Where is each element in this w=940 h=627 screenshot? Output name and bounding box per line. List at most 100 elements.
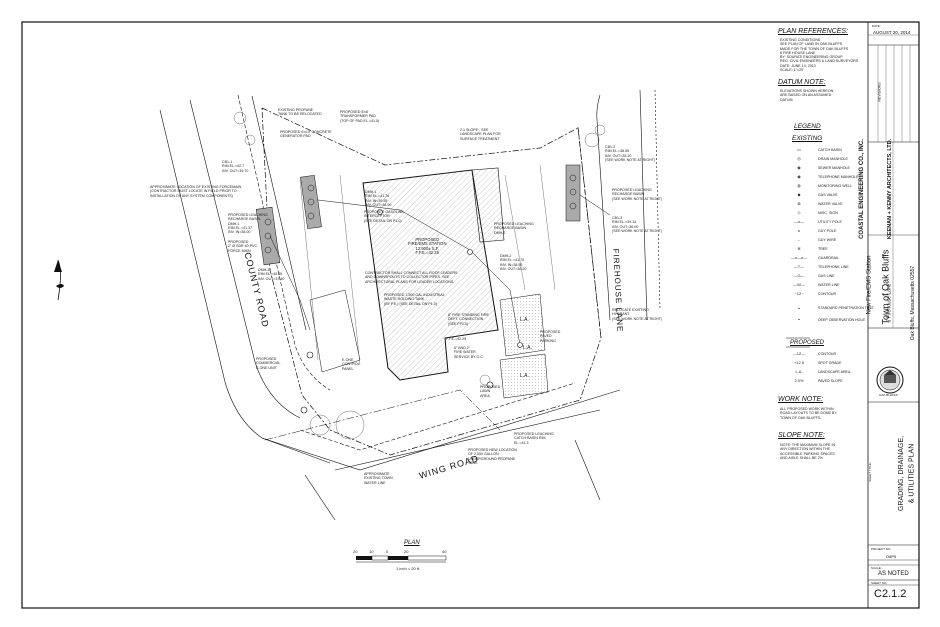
callout-generator: PROPOSED 6'x10' CONCRETE GENERATOR PAD xyxy=(280,130,332,139)
callout-building: PROPOSED FIRE/EMS STATION 12,900± S.F. F… xyxy=(408,237,447,255)
legend-existing-item-label: TREE xyxy=(818,247,828,251)
legend-proposed-item-label: LANDSCAPE AREA xyxy=(818,370,851,374)
legend-existing-item-symbol-icon: ✲ xyxy=(797,246,801,251)
legend-existing-item-label: WATER VALVE xyxy=(818,202,843,206)
callout-lawn: PROPOSED LAWN AREA xyxy=(480,385,501,398)
sheet-no-label: SHEET NO. xyxy=(871,581,888,585)
plan-references-title: PLAN REFERENCES: xyxy=(778,28,849,35)
date-label: DATE: xyxy=(872,24,881,28)
scale-tick-2: 0 xyxy=(386,549,389,554)
legend-existing-item-label: GAS LINE xyxy=(818,274,835,278)
legend-existing-item-label: MONITORING WELL xyxy=(818,184,853,188)
legend-existing-item-symbol-icon: ◎ xyxy=(797,156,801,161)
county-road xyxy=(159,94,331,464)
legend-proposed-item-label: SPOT GRADE xyxy=(818,361,842,365)
landscape-area-1 xyxy=(499,293,546,357)
legend-existing-item-symbol-icon: ◇ xyxy=(797,210,801,215)
callout-ffe: F.F.E.=42.25 xyxy=(446,337,467,341)
date-value: AUGUST 20, 2014 xyxy=(873,30,911,35)
work-note-title: WORK NOTE: xyxy=(778,396,824,403)
legend-existing-item-label: TELEPHONE MANHOLE xyxy=(818,175,859,179)
legend-existing-item-symbol-icon: ◉ xyxy=(797,174,801,179)
legend-existing-item-symbol-icon: ▭ xyxy=(797,147,801,152)
legend-existing-item-symbol-icon: ← xyxy=(797,237,801,242)
callout-dmh-mid: DMH-1 RIM EL.=41.76 INV. IN=39.55 INV. O… xyxy=(365,190,392,207)
legend-existing-title: EXISTING xyxy=(792,135,823,142)
callout-cb1: CB1-1 RIM EL.=42.7 INV. OUT=39.70 xyxy=(222,160,249,173)
building-wing xyxy=(471,167,505,243)
callout-grease: PROPOSED GASOLINE INTERCEPTOR (SEE DETAI… xyxy=(364,210,404,223)
legend-test-item-symbol-icon: ◓ xyxy=(797,317,801,322)
legend-proposed-item-symbol-icon: L.A. xyxy=(795,369,803,374)
seal-text: OAK BLUFFS xyxy=(879,393,898,397)
scale-tick-0: 20 xyxy=(353,549,358,554)
slope-note-title: SLOPE NOTE: xyxy=(778,432,825,439)
project-line-4: Oak Bluffs, Massachusetts 02557 xyxy=(910,265,917,341)
legend-existing-item-symbol-icon: —o—o— xyxy=(790,255,808,260)
callout-water-service: 6" AND 2" FIRE WATER SERVICE BY O.C. xyxy=(454,346,484,359)
scale-note: 1 inch = 20 ft. xyxy=(396,566,421,571)
callout-propane-new: PROPOSED NEW LOCATION OF 2,000 GALLON UN… xyxy=(468,448,517,465)
callout-water-line: APPROXIMATE EXISTING TOWN WATER LINE xyxy=(364,472,393,485)
recharge-basin-left-2 xyxy=(255,206,281,266)
legend-existing-item-label: GUARDRAIL xyxy=(818,256,839,260)
callout-holding-tank: PROPOSED 1,500 GAL INDUSTRIAL WASTE HOLD… xyxy=(384,293,445,306)
legend-existing-item-label: GAS VALVE xyxy=(818,193,838,197)
callout-recharge-left: PROPOSED LEACHING RECHARGE BASIN DMH-1 R… xyxy=(228,213,268,235)
sheet-no: C2.1.2 xyxy=(874,588,907,600)
callout-cb-right2: CB1-3 RIM EL.=39.14 INV. OUT=36.00 (SEE … xyxy=(612,216,662,233)
legend-proposed-item-symbol-icon: 2.0% xyxy=(794,378,804,383)
legend-existing-item-label: CONTOUR xyxy=(818,292,837,296)
legend-existing-item-symbol-icon: —W— xyxy=(793,282,805,287)
callout-commercial: PROPOSED COMMERCIAL E-ONE UNIT xyxy=(256,357,281,370)
drain-lines xyxy=(269,194,611,346)
datum-note-title: DATUM NOTE: xyxy=(778,79,826,86)
legend-test-item-label: STANDARD PENETRATION TEST xyxy=(818,306,874,310)
callout-dmh-mid2: DMH-2 RIM EL.=41.70 INV. IN=38.55 INV. O… xyxy=(500,254,527,271)
legend-existing-item-symbol-icon: o xyxy=(797,228,801,233)
sheet-title-1: GRADING, DRAINAGE, xyxy=(898,435,906,512)
project-no-label: PROJECT NO. xyxy=(871,547,892,551)
legend-test-item-symbol-icon: ◒ xyxy=(797,305,801,310)
callout-leach-mid: PROPOSED LEACHING RECHARGE BASIN DMH-2 xyxy=(494,222,534,235)
legend-existing-item-symbol-icon: —o— xyxy=(793,219,805,224)
landscape-area-3 xyxy=(309,289,361,373)
engineer-name: COASTAL ENGINEERING CO., INC. xyxy=(858,139,865,239)
scale-label: SCALE: xyxy=(871,566,882,570)
water-line xyxy=(264,389,501,441)
legend-existing-item-symbol-icon: —T— xyxy=(793,264,805,269)
manholes xyxy=(300,209,523,414)
legend-existing-item-label: TELEPHONE LINE xyxy=(818,265,849,269)
callout-la1: L.A. xyxy=(520,317,529,323)
north-arrow xyxy=(54,259,64,301)
legend-existing-item-label: CATCH BASIN xyxy=(818,148,842,152)
callout-fire-connection: 8" FIRE STANDING FIRE DEPT. CONNECTION (… xyxy=(448,313,489,326)
recharge-basin-left xyxy=(300,174,322,230)
legend-existing-item-symbol-icon: ~12~ xyxy=(794,291,804,296)
wing-road xyxy=(261,382,621,521)
legend-existing-item-symbol-icon: ⊗ xyxy=(797,201,801,206)
scale-tick-3: 20 xyxy=(404,549,409,554)
legend-proposed-item-label: CONTOUR xyxy=(818,352,837,356)
legend-existing-item-label: GUY POLE xyxy=(818,229,837,233)
sheet-title-2: & UTILITIES PLAN xyxy=(908,443,916,504)
sheet-title-label: SHEET TITLE: xyxy=(867,462,872,482)
slope-note-text: NOTE: THE MAXIMUM SLOPE IN ANY DIRECTION… xyxy=(780,443,836,460)
parking-stalls xyxy=(299,164,556,366)
legend-existing-item-label: GUY WIRE xyxy=(818,238,837,242)
callout-recharge-right: PROPOSED LEACHING RECHARGE BASIN (SEE WO… xyxy=(612,188,662,201)
callout-contractor: CONTRACTOR SHALL CONNECT ALL ROOF LEADER… xyxy=(365,271,458,284)
legend-existing-item-label: SEWER MANHOLE xyxy=(818,166,850,170)
legend-existing-item-label: WATER LINE xyxy=(818,283,840,287)
callout-transformer: PROPOSED 8'x8' TRANSFORMER PAD (TOP OF P… xyxy=(340,110,380,123)
legend-proposed-item-symbol-icon: +12.5 xyxy=(793,360,805,365)
legend-proposed-title: PROPOSED xyxy=(790,340,825,346)
landscape-area-2 xyxy=(499,353,549,399)
legend-test-item-label: DEEP OBSERVATION HOLE xyxy=(818,318,865,322)
callout-paved: PROPOSED PAVED PARKING xyxy=(540,330,561,343)
callout-existing-propane: EXISTING PROPANE TANK TO BE RELOCATED xyxy=(278,108,322,117)
callout-pvc-forcemain: PROPOSED 2" Ø SDR 40 PVC FORCE MAIN xyxy=(228,240,258,253)
callout-dmh3: DMH-3 RIM EL.=40.85 INV. OUT=37.40 xyxy=(258,268,285,281)
legend-symbols xyxy=(786,337,810,348)
